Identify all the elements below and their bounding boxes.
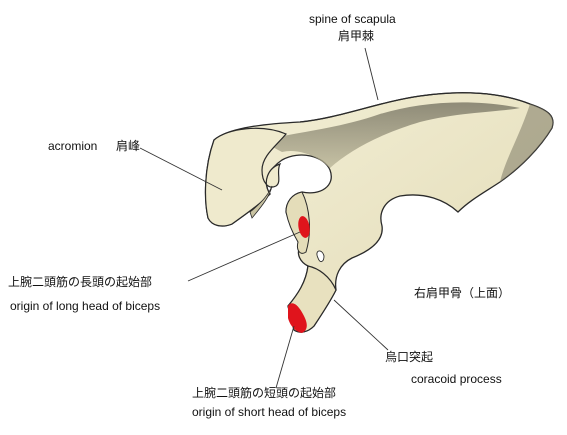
label-long-head-en: origin of long head of biceps	[10, 299, 161, 313]
label-short-head-jp: 上腕二頭筋の短頭の起始部	[192, 386, 337, 400]
leader-coracoid	[333, 299, 389, 351]
label-coracoid-en: coracoid process	[411, 372, 502, 386]
label-short-head-en: origin of short head of biceps	[192, 405, 347, 419]
label-acromion-jp: 肩峰	[116, 139, 141, 153]
long-head-origin-mark	[298, 216, 310, 238]
label-coracoid-jp: 烏口突起	[385, 350, 434, 364]
leader-acromion	[139, 147, 223, 191]
leader-long-head	[187, 231, 301, 282]
label-spine-jp: 肩甲棘	[338, 29, 375, 43]
label-view-jp: 右肩甲骨（上面）	[414, 286, 511, 300]
label-acromion-en: acromion	[48, 139, 98, 153]
acromion-curl	[249, 185, 273, 219]
leader-spine	[364, 47, 379, 101]
leader-short-head	[275, 325, 295, 389]
label-spine-en: spine of scapula	[309, 12, 396, 26]
spine-ridge-shadow	[262, 102, 520, 168]
short-head-origin-mark	[288, 303, 307, 333]
medial-border-shade	[500, 104, 554, 182]
acromion-shape	[204, 127, 287, 227]
glenoid-region	[285, 191, 310, 254]
spine-top-edge	[299, 92, 531, 123]
label-long-head-jp: 上腕二頭筋の長頭の起始部	[8, 275, 153, 289]
coracoid-notch	[316, 250, 325, 263]
